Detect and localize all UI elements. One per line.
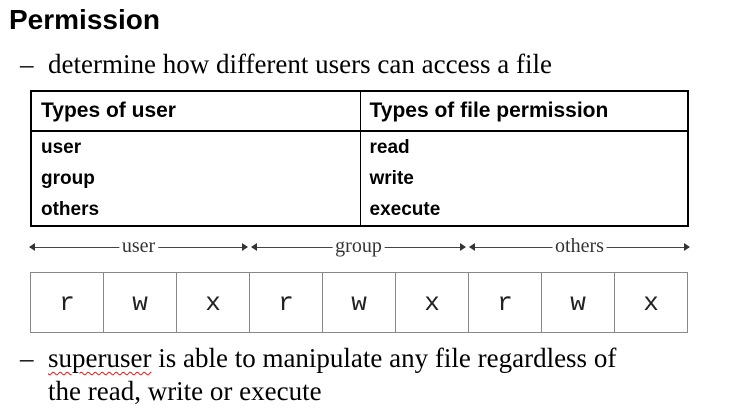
table-header-row: Types of user Types of file permission [31,91,688,132]
arrow-left-icon [469,243,475,251]
bullet-text: is able to manipulate any file regardles… [151,343,617,373]
permission-group-brackets: user group others [29,234,690,260]
permission-execute: execute [369,199,441,220]
slide-title: Permission [9,4,160,35]
perm-bit-user-read: r [31,273,104,332]
arrow-right-icon [242,243,248,251]
arrow-right-icon [684,243,690,251]
table-row: user group others read write execute [31,131,688,226]
perm-bit-group-write: w [323,273,396,332]
bullet-dash: – [20,49,34,79]
permission-bits-row: r w x r w x r w x [30,272,688,333]
arrow-left-icon [251,243,257,251]
user-permission-table: Types of user Types of file permission u… [30,90,689,227]
user-types-cell: user group others [31,131,361,226]
permission-read: read [369,137,410,158]
permission-write: write [369,168,414,189]
bullet-dash: – [20,343,34,373]
bullet-text: determine how different users can access… [48,49,553,79]
group-label-group: group [332,234,385,258]
header-permission-types: Types of file permission [360,91,688,132]
group-bracket-user: user [29,234,248,260]
perm-bit-others-execute: x [643,287,659,318]
group-bracket-group: group [251,234,466,260]
perm-bit-user-execute: x [177,273,250,332]
perm-bit-group-execute: x [396,273,469,332]
perm-bit-others-write: w [542,273,615,332]
header-user-types: Types of user [31,91,361,132]
perm-bit-group-read: r [250,273,323,332]
bullet-text-continued: the read, write or execute [48,376,322,406]
user-type-group: group [41,168,95,189]
group-bracket-others: others [469,234,690,260]
group-label-others: others [552,234,607,258]
bullet-superuser: –superuser is able to manipulate any fil… [20,342,616,408]
permission-types-cell: read write execute [360,131,688,226]
perm-bit-others-read: r [469,273,542,332]
perm-bit-user-write: w [104,273,177,332]
user-type-others: others [41,199,100,220]
user-type-user: user [41,137,82,158]
group-label-user: user [118,234,159,258]
arrow-left-icon [29,243,35,251]
superuser-word: superuser [48,343,152,373]
bullet-determine: –determine how different users can acces… [20,48,552,81]
arrow-right-icon [460,243,466,251]
